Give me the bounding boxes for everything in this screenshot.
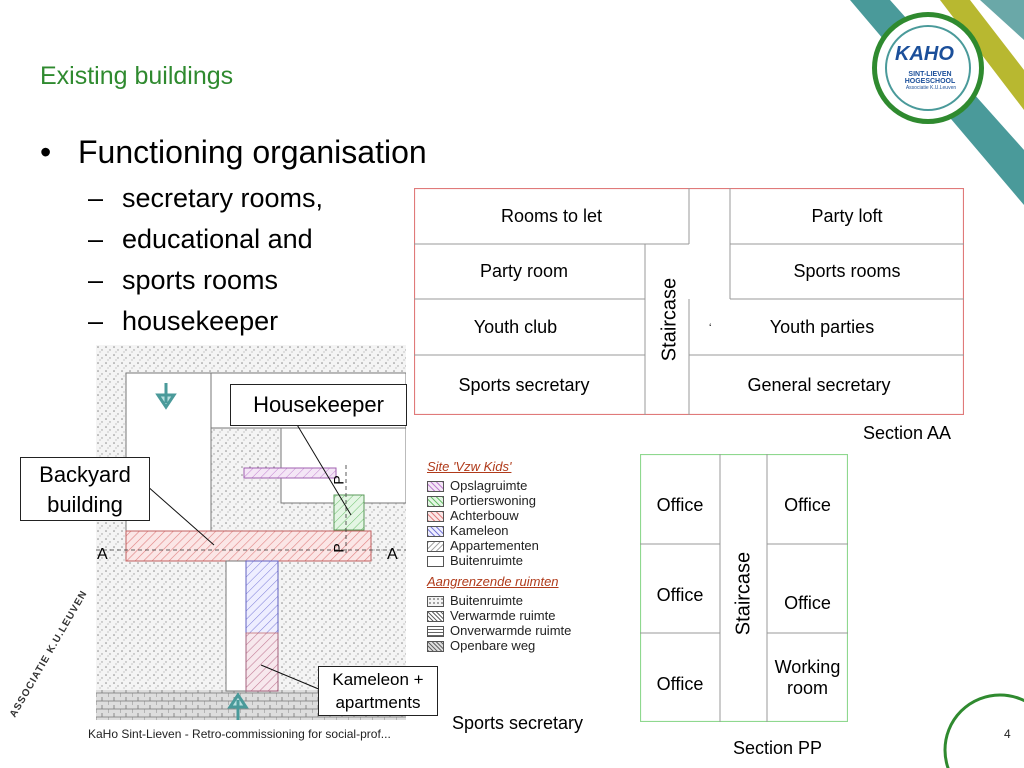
legend-adjacent-title: Aangrenzende ruimten	[427, 574, 559, 589]
legend-item: Onverwarmde ruimte	[427, 623, 627, 638]
housekeeper-callout: Housekeeper	[230, 384, 407, 426]
legend-item: Achterbouw	[427, 508, 627, 523]
plan-label-p: P	[330, 543, 347, 553]
cell-sports-rooms: Sports rooms	[793, 261, 901, 281]
footer-text: KaHo Sint-Lieven - Retro-commissioning f…	[88, 727, 391, 741]
legend-item: Opslagruimte	[427, 478, 627, 493]
logo-tagline: Associatie K.U.Leuven	[905, 85, 957, 91]
cell-office: Office	[656, 673, 704, 694]
cell-sports-secretary: Sports secretary	[458, 374, 590, 395]
legend-item: Verwarmde ruimte	[427, 608, 627, 623]
page-number: 4	[1004, 727, 1011, 741]
cell-office: Office	[656, 584, 704, 605]
cell-party-room: Party room	[479, 261, 569, 281]
associatie-logo: ASSOCIATIE K.U.LEUVEN	[8, 588, 90, 720]
plan-label-p: P	[330, 475, 347, 485]
plan-label-a: A	[97, 546, 108, 563]
cell-general-secretary: General secretary	[747, 374, 891, 395]
legend-item: Openbare weg	[427, 638, 627, 653]
cell-youth-parties: Youth parties	[769, 316, 875, 337]
staircase-label: Staircase	[732, 551, 755, 636]
sports-secretary-label: Sports secretary	[452, 713, 584, 733]
cell-party-loft: Party loft	[811, 205, 883, 226]
logo-subtitle: SINT-LIEVEN HOGESCHOOL	[904, 71, 956, 85]
legend: Site 'Vzw Kids' Opslagruimte Portierswon…	[427, 459, 627, 653]
backyard-callout: Backyard building	[20, 457, 150, 521]
cell-youth-club: Youth club	[473, 316, 558, 337]
cell-working-room: Working room	[774, 656, 841, 698]
cell-office: Office	[656, 494, 704, 515]
legend-item: Kameleon	[427, 523, 627, 538]
cell-office: Office	[784, 592, 831, 613]
kaho-logo: KAHO SINT-LIEVEN HOGESCHOOL Associatie K…	[872, 12, 984, 124]
page-title: Existing buildings	[40, 62, 234, 90]
tick-mark: ‘	[709, 322, 712, 334]
sub-item: –educational and	[88, 224, 313, 254]
legend-item: Buitenruimte	[427, 593, 627, 608]
legend-site-title: Site 'Vzw Kids'	[427, 459, 512, 474]
legend-item: Buitenruimte	[427, 553, 627, 568]
cell-rooms-to-let: Rooms to let	[500, 205, 603, 226]
bullet-main: •Functioning organisation	[40, 134, 427, 170]
legend-item: Portierswoning	[427, 493, 627, 508]
logo-text: KAHO	[895, 43, 954, 65]
staircase-label: Staircase	[658, 277, 681, 362]
sub-item: –housekeeper	[88, 306, 279, 336]
plan-label-a: A	[387, 546, 398, 563]
bottom-corner-decoration	[943, 693, 1024, 768]
section-pp-caption: Section PP	[733, 738, 823, 758]
bullet-text: Functioning organisation	[78, 134, 427, 170]
section-aa-caption: Section AA	[863, 423, 952, 443]
sub-item: –sports rooms	[88, 265, 279, 295]
section-pp-diagram: Office Office Office Office Office Worki…	[640, 454, 848, 722]
kameleon-callout: Kameleon + apartments	[318, 666, 438, 716]
legend-item: Appartementen	[427, 538, 627, 553]
sub-item: –secretary rooms,	[88, 183, 324, 213]
cell-office: Office	[784, 494, 831, 515]
section-aa-diagram: Rooms to let Party loft Party room Sport…	[414, 188, 964, 415]
